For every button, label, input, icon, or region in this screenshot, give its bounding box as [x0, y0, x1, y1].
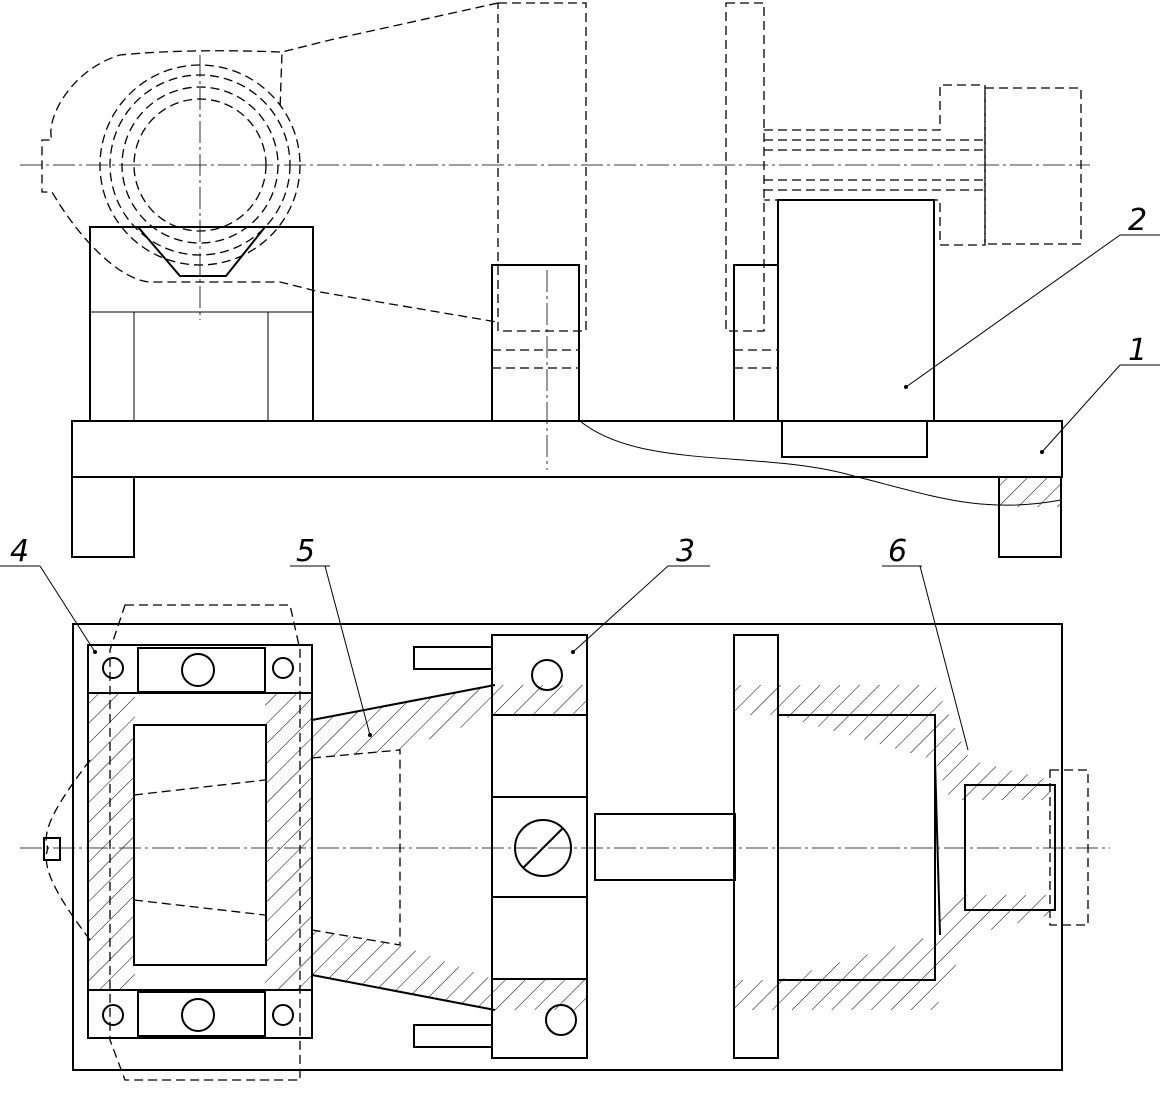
callout-6-label: 6 — [888, 534, 907, 569]
workpiece-section — [311, 684, 586, 1011]
right-clamp — [733, 199, 935, 422]
left-support — [89, 226, 314, 422]
base-plate — [71, 420, 1063, 558]
center-clamp — [491, 264, 580, 422]
callout-6: 6 — [882, 534, 969, 751]
callout-5-label: 5 — [296, 534, 315, 569]
callout-1: 1 — [1040, 333, 1160, 454]
right-clamp-plan — [733, 634, 1089, 1059]
callout-5: 5 — [290, 534, 372, 737]
callout-1-label: 1 — [1128, 333, 1147, 368]
bearing-housing — [43, 604, 313, 1081]
callout-3-label: 3 — [676, 534, 695, 569]
plan-view — [20, 604, 1110, 1081]
callout-2: 2 — [904, 203, 1160, 389]
callout-3: 3 — [571, 534, 710, 654]
callout-4: 4 — [0, 534, 97, 654]
front-view — [20, 2, 1090, 558]
callout-4-label: 4 — [10, 534, 29, 569]
shaft — [594, 813, 736, 881]
callout-2-label: 2 — [1128, 203, 1147, 238]
workpiece-outline — [41, 2, 1082, 332]
